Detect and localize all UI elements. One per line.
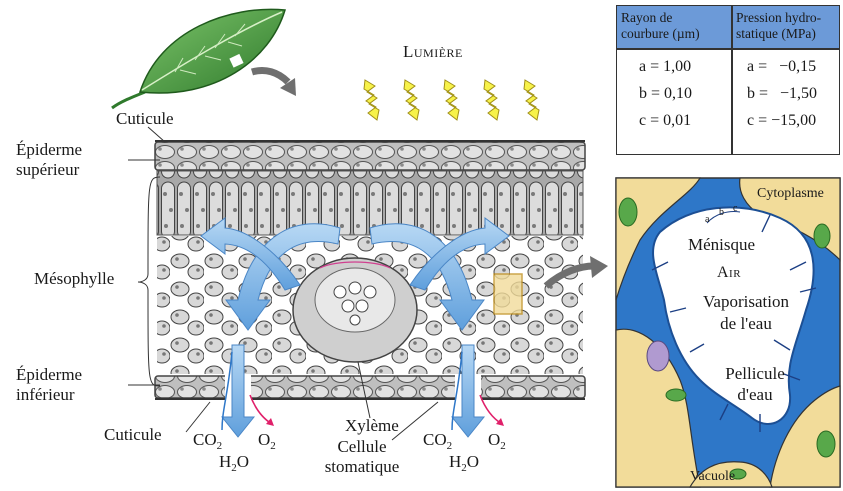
table-cell-radius-b: b = 0,10 [639,85,692,103]
table-cell-pressure-c: c = −15,00 [747,112,816,130]
water-film-label-line1: Pellicule [700,364,810,383]
upper-cuticle-label: Cuticule [116,109,174,128]
table-header-pressure: Pression hydro-statique (MPa) [736,10,821,42]
table-cell-radius-c: c = 0,01 [639,112,691,130]
lower-epidermis [155,376,585,399]
upper-epidermis [155,141,585,170]
table-cell-pressure-a: a = −0,15 [747,58,816,76]
h2o-label-left: H2O [219,452,249,478]
light-label: Lumière [403,42,463,61]
xylem-label: Xylème [345,416,399,435]
o2-label-left: O2 [258,430,276,456]
zoom-arrow [252,70,288,82]
leaf-icon [112,9,285,108]
co2-label-left: CO2 [193,430,222,456]
lower-epidermis-label-line1: Épiderme [16,365,82,384]
upper-epidermis-label-line1: Épiderme [16,140,82,159]
upper-epidermis-label-line2: supérieur [16,160,79,179]
cytoplasm-label: Cytoplasme [757,184,824,203]
table-cell-pressure-b: b = −1,50 [747,85,817,103]
lower-cuticle-label: Cuticule [104,425,162,444]
light-rays-icon [364,80,539,120]
air-label: Air [717,263,741,282]
meniscus-label: Ménisque [688,235,755,254]
vacuole-label: Vacuole [690,467,735,486]
vaporization-label-line1: Vaporisation [676,292,816,311]
table-cell-radius-a: a = 1,00 [639,58,691,76]
radius-mark-c: c [733,199,737,218]
o2-label-right: O2 [488,430,506,456]
vascular-bundle [293,258,417,362]
co2-label-right: CO2 [423,430,452,456]
radius-mark-b: b [719,203,724,222]
mesophyll-label: Mésophylle [34,269,114,288]
zoom-region-box [494,274,522,314]
stomatal-cell-label-line2: stomatique [322,457,402,476]
h2o-label-right: H2O [449,452,479,478]
water-film-label-line2: d'eau [700,385,810,404]
vaporization-label-line2: de l'eau [676,314,816,333]
stomatal-cell-label-line1: Cellule [322,437,402,456]
radius-mark-a: a [705,210,709,229]
lower-epidermis-label-line2: inférieur [16,385,75,404]
